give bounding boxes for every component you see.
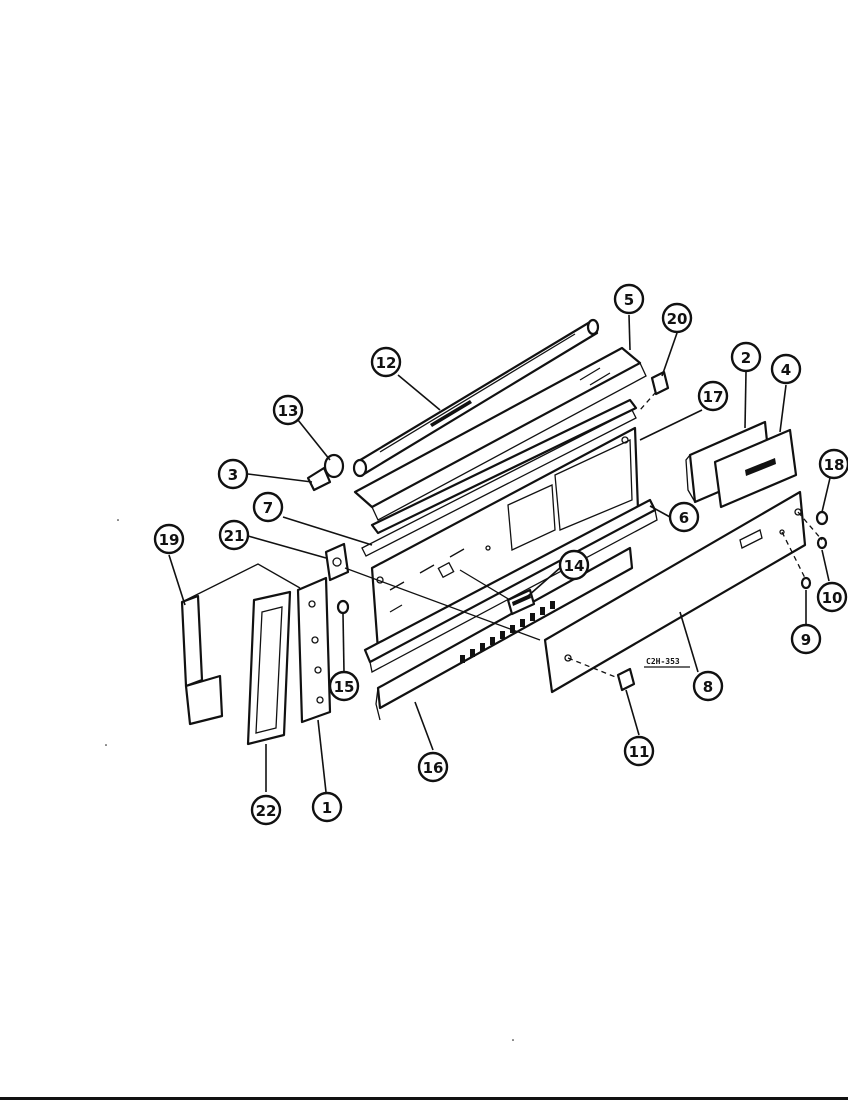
svg-text:7: 7	[263, 499, 273, 517]
callout-1: 1	[311, 791, 343, 823]
callout-7: 7	[252, 491, 284, 523]
callout-16: 16	[417, 751, 449, 783]
svg-text:17: 17	[703, 388, 724, 406]
drawing-code-label: C2H-353	[644, 657, 690, 668]
callout-2: 2	[730, 341, 762, 373]
part-small-clip	[650, 370, 670, 396]
svg-text:9: 9	[801, 631, 811, 649]
svg-text:3: 3	[228, 466, 238, 484]
part-knob	[306, 453, 345, 492]
callout-14: 14	[558, 549, 590, 581]
part-nut	[336, 599, 350, 615]
svg-text:22: 22	[256, 802, 277, 820]
part-fasteners	[616, 510, 829, 692]
svg-text:1: 1	[322, 799, 332, 817]
svg-text:16: 16	[423, 759, 444, 777]
part-bottom-trim	[375, 546, 634, 721]
part-connector	[506, 588, 536, 616]
part-strip	[361, 398, 638, 557]
svg-text:18: 18	[824, 456, 845, 474]
svg-text:21: 21	[224, 527, 245, 545]
leader-lines	[168, 314, 831, 793]
svg-text:15: 15	[334, 678, 355, 696]
callout-4: 4	[770, 353, 802, 385]
svg-text:2: 2	[741, 349, 751, 367]
svg-text:5: 5	[624, 291, 634, 309]
callout-8: 8	[692, 670, 724, 702]
callout-22: 22	[250, 794, 282, 826]
assembly-lines	[344, 391, 823, 679]
callout-3: 3	[217, 458, 249, 490]
callout-17: 17	[697, 380, 729, 412]
part-front-panel	[543, 490, 807, 694]
part-tube-rod	[352, 318, 600, 478]
part-side-bracket	[296, 576, 332, 724]
callout-9: 9	[790, 623, 822, 655]
part-top-trim	[353, 346, 647, 521]
callout-15: 15	[328, 670, 360, 702]
svg-text:10: 10	[822, 589, 843, 607]
part-display-module	[685, 420, 798, 509]
callout-20: 20	[661, 302, 693, 334]
svg-text:13: 13	[278, 402, 299, 420]
callout-12: 12	[370, 346, 402, 378]
page-bottom-rule	[0, 1097, 848, 1100]
part-side-cover	[246, 590, 292, 746]
callout-6: 6	[668, 501, 700, 533]
svg-text:4: 4	[781, 361, 791, 379]
svg-text:12: 12	[376, 354, 397, 372]
callout-5: 5	[613, 283, 645, 315]
svg-text:C2H-353: C2H-353	[646, 657, 680, 666]
svg-text:11: 11	[629, 743, 650, 761]
callout-21: 21	[218, 519, 250, 551]
part-side-mount-bracket	[180, 563, 301, 726]
scan-specks	[105, 519, 514, 1041]
svg-text:6: 6	[679, 509, 689, 527]
part-switch	[324, 542, 350, 582]
svg-text:19: 19	[159, 531, 180, 549]
callout-10: 10	[816, 581, 848, 613]
svg-text:8: 8	[703, 678, 713, 696]
callout-13: 13	[272, 394, 304, 426]
callout-18: 18	[818, 448, 848, 480]
svg-text:14: 14	[564, 557, 585, 575]
svg-text:20: 20	[667, 310, 688, 328]
callout-19: 19	[153, 523, 185, 555]
callout-11: 11	[623, 735, 655, 767]
